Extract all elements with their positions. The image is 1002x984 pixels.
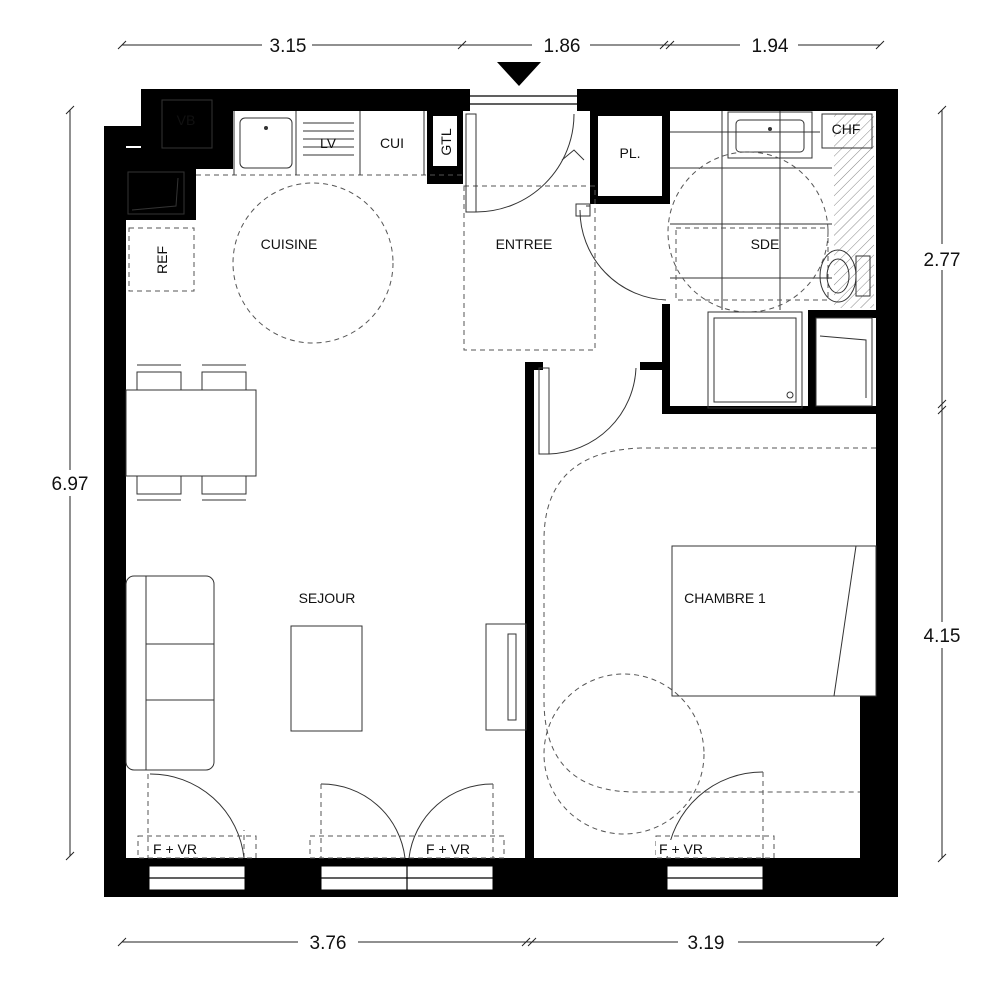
walls xyxy=(104,89,898,897)
dim-right-2: 4.15 xyxy=(924,626,961,647)
fixture-lv-label: LV xyxy=(320,135,337,151)
living-room-furniture xyxy=(125,364,637,859)
dimension-lines xyxy=(65,40,947,947)
room-sejour-label: SEJOUR xyxy=(299,590,356,606)
fixture-chf-label: CHF xyxy=(832,121,861,137)
dim-top-3: 1.94 xyxy=(752,36,789,57)
fixture-cui-label: CUI xyxy=(380,135,404,151)
window-1-label: F + VR xyxy=(153,841,197,857)
entry xyxy=(463,113,667,351)
kitchen xyxy=(127,99,462,344)
room-entree-label: ENTREE xyxy=(496,236,553,252)
fixture-vb-label: VB xyxy=(177,112,196,128)
entrance-arrow-icon xyxy=(497,62,541,86)
fixture-pl-label: PL. xyxy=(619,145,640,161)
dim-top-1: 3.15 xyxy=(270,36,307,57)
dim-right-1: 2.77 xyxy=(924,250,961,271)
bedroom-furniture xyxy=(543,447,877,859)
room-cuisine-label: CUISINE xyxy=(261,236,318,252)
fixture-ref-label: REF xyxy=(154,246,170,274)
windows xyxy=(148,865,764,891)
dim-left: 6.97 xyxy=(52,474,89,495)
fixture-gtl-label: GTL xyxy=(438,128,454,155)
dim-bottom-1: 3.76 xyxy=(310,933,347,954)
room-sde-label: SDE xyxy=(751,236,780,252)
window-2-label: F + VR xyxy=(426,841,470,857)
dim-top-2: 1.86 xyxy=(544,36,581,57)
window-3-label: F + VR xyxy=(659,841,703,857)
room-chambre-label: CHAMBRE 1 xyxy=(684,590,766,606)
bathroom xyxy=(667,111,874,409)
dim-bottom-2: 3.19 xyxy=(688,933,725,954)
